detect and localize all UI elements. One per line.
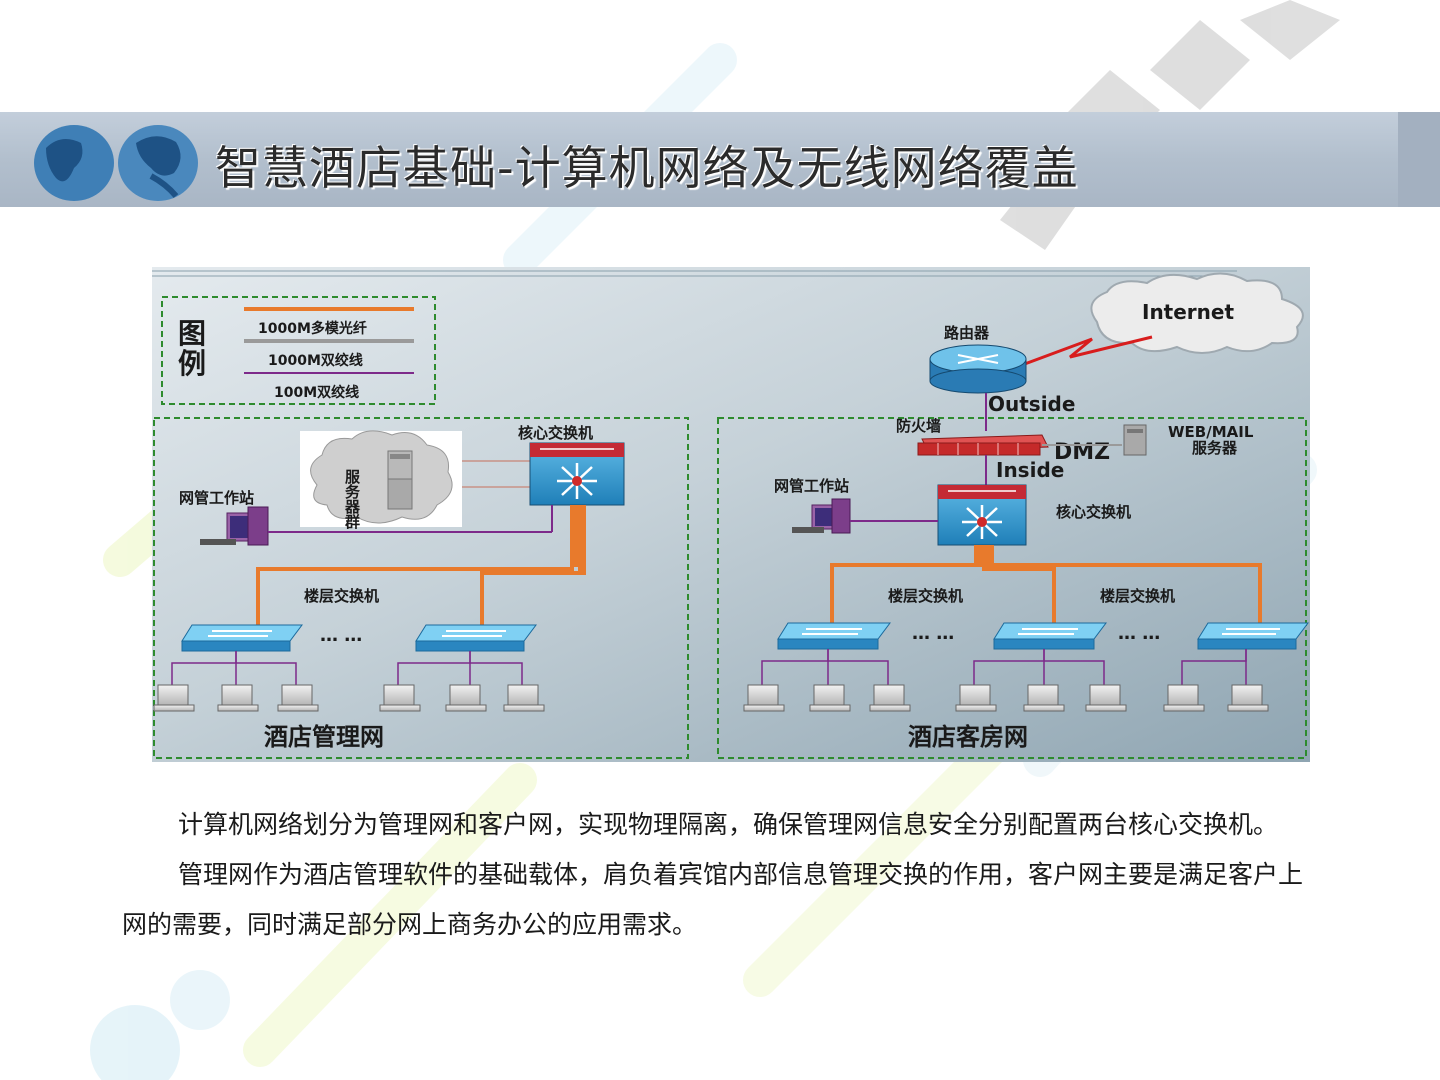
right-floor-switch-label-2: 楼层交换机 (1100, 587, 1175, 605)
right-core-switch-label: 核心交换机 (1056, 503, 1131, 521)
firewall-label: 防火墙 (896, 417, 941, 435)
inside-label: Inside (996, 458, 1064, 482)
router-icon (929, 344, 1027, 394)
legend-label-100m: 100M双绞线 (274, 384, 359, 401)
right-network-title: 酒店客房网 (908, 723, 1028, 751)
server-cluster-label: 服务器群 (343, 469, 361, 530)
left-floor-switch-2 (415, 624, 537, 652)
body-text: 计算机网络划分为管理网和客户网，实现物理隔离，确保管理网信息安全分别配置两台核心… (122, 800, 1327, 950)
right-pc-group (743, 684, 1269, 712)
web-mail-server-icon (1123, 424, 1147, 456)
page-title: 智慧酒店基础-计算机网络及无线网络覆盖 (215, 141, 1079, 195)
web-mail-label: WEB/MAIL (1168, 423, 1254, 441)
legend-label-1000m: 1000M双绞线 (268, 352, 363, 369)
right-floor-switch-1 (777, 622, 891, 650)
left-ellipsis: … … (320, 625, 362, 646)
left-core-switch (529, 442, 625, 506)
legend-title-1: 图 (178, 317, 206, 350)
internet-cloud (1090, 272, 1304, 354)
right-ellipsis-1: … … (912, 623, 954, 644)
firewall-icon (917, 434, 1049, 456)
paragraph-1: 计算机网络划分为管理网和客户网，实现物理隔离，确保管理网信息安全分别配置两台核心… (178, 810, 1279, 839)
left-zone (153, 417, 689, 759)
right-workstation-icon (792, 498, 851, 534)
router-label: 路由器 (944, 324, 990, 342)
server-label: 服务器 (1192, 439, 1238, 457)
legend-title-2: 例 (178, 347, 206, 380)
left-floor-switch-1 (181, 624, 303, 652)
right-floor-switch-3 (1197, 622, 1309, 650)
server-cluster: 服务器群 (300, 430, 462, 530)
right-workstation-label: 网管工作站 (774, 477, 849, 495)
legend: 图 例 1000M多模光纤 1000M双绞线 100M双绞线 (161, 296, 436, 405)
left-pc-group (153, 684, 545, 712)
right-floor-switch-2 (993, 622, 1107, 650)
internet-label: Internet (1142, 300, 1234, 324)
globe-icon (34, 125, 198, 201)
right-floor-switch-label-1: 楼层交换机 (888, 587, 963, 605)
left-workstation-label: 网管工作站 (179, 489, 254, 507)
right-core-switch (937, 484, 1027, 546)
right-ellipsis-2: … … (1118, 623, 1160, 644)
right-zone (717, 417, 1307, 759)
legend-label-fiber: 1000M多模光纤 (258, 320, 367, 337)
network-diagram: 图 例 1000M多模光纤 1000M双绞线 100M双绞线 服务器群 核心交换… (152, 267, 1310, 762)
left-network-title: 酒店管理网 (264, 723, 384, 751)
outside-label: Outside (988, 392, 1075, 416)
left-workstation-icon (200, 506, 269, 546)
paragraph-2: 管理网作为酒店管理软件的基础载体，肩负着宾馆内部信息管理交换的作用，客户网主要是… (122, 860, 1304, 939)
left-core-switch-label: 核心交换机 (518, 424, 593, 442)
left-floor-switch-label: 楼层交换机 (304, 587, 379, 605)
title-bar (0, 112, 1440, 207)
